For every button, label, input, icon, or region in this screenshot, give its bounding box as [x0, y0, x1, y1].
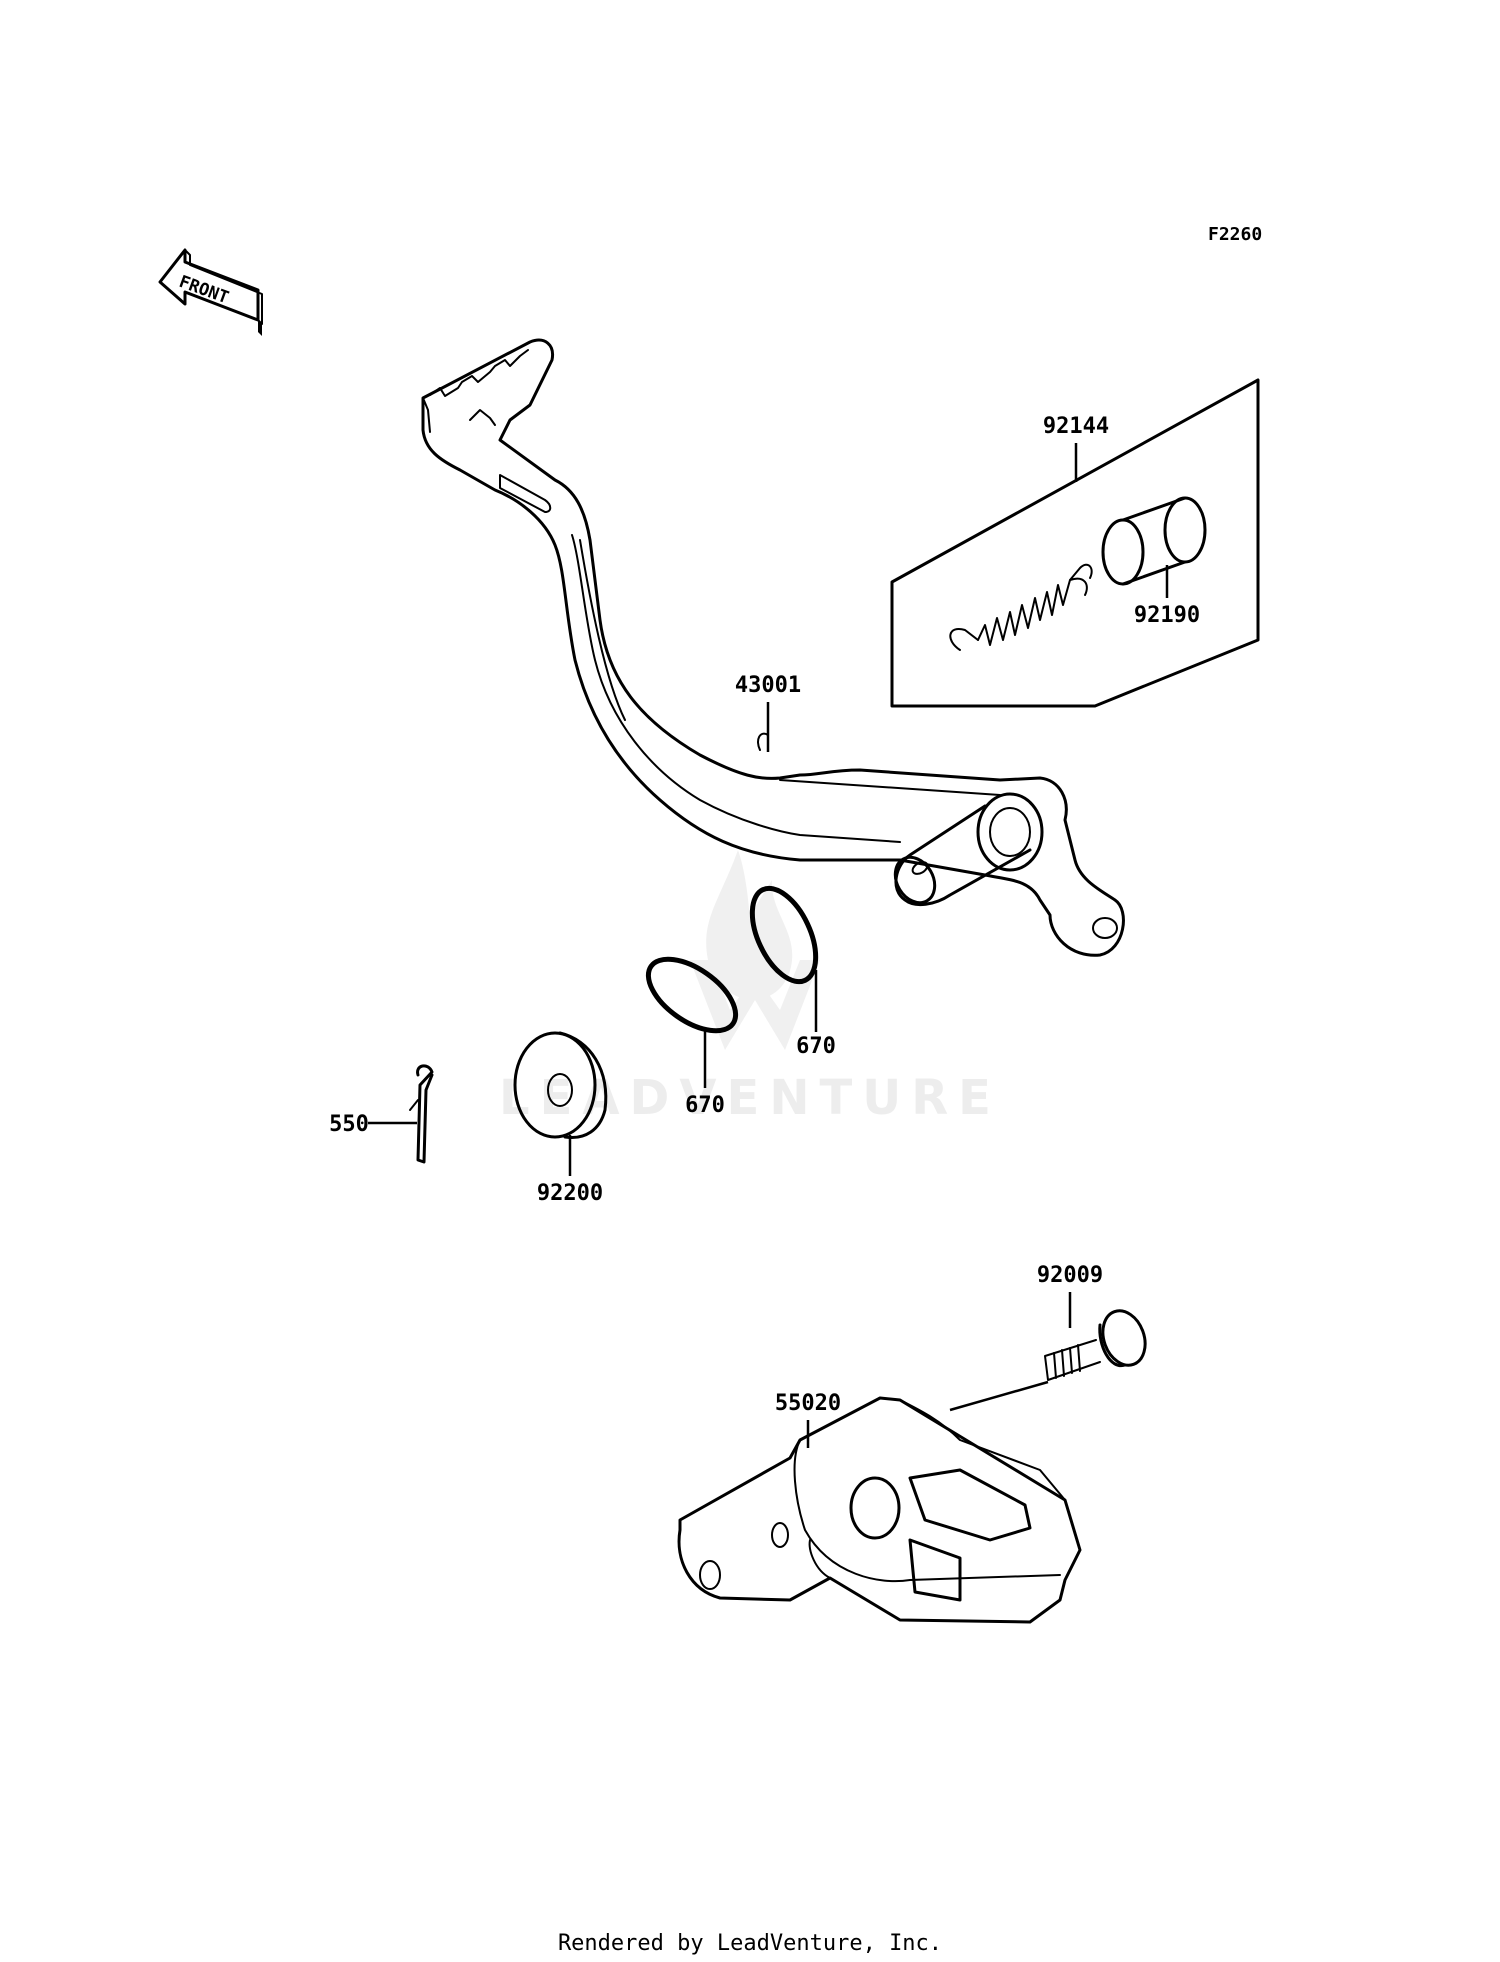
spring-kit-part	[890, 378, 1260, 708]
watermark-text: LEADVENTURE	[499, 1070, 1001, 1126]
leadventure-watermark: LEADVENTURE	[499, 850, 1001, 1126]
flame-logo-icon	[690, 850, 820, 1050]
callout-670-lower: 670	[685, 1093, 725, 1118]
brake-pedal-part	[421, 338, 1125, 957]
callout-670-upper: 670	[796, 1034, 836, 1059]
callout-92190: 92190	[1134, 603, 1200, 628]
washer-part	[513, 1031, 608, 1140]
cotter-pin-part	[409, 1064, 434, 1164]
footer-credit: Rendered by LeadVenture, Inc.	[558, 1931, 942, 1956]
o-ring-part	[645, 956, 739, 1034]
diagram-code: F2260	[1208, 224, 1262, 245]
pedal-guard-part	[677, 1396, 1082, 1624]
o-ring-part	[749, 885, 819, 985]
bolt-part	[1044, 1309, 1147, 1381]
callout-550: 550	[329, 1112, 369, 1137]
callout-92144: 92144	[1043, 414, 1109, 439]
callout-92200: 92200	[537, 1181, 603, 1206]
callout-55020: 55020	[775, 1391, 841, 1416]
callout-92009: 92009	[1037, 1263, 1103, 1288]
callout-43001: 43001	[735, 673, 801, 698]
leader-lines	[368, 443, 1169, 1448]
front-direction-icon: FRONT	[158, 248, 263, 336]
